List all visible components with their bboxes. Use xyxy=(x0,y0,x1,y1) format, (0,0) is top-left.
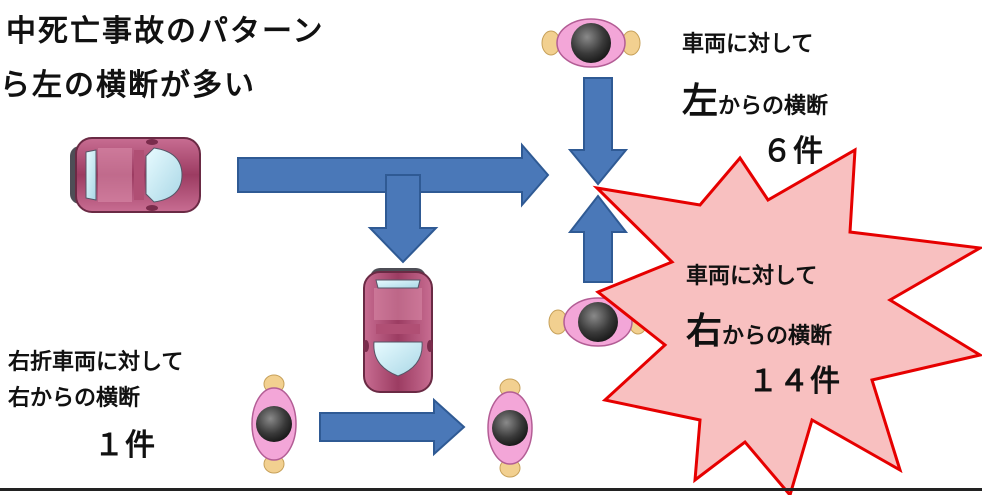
car-icon xyxy=(70,137,201,213)
heading-line-1: 中死亡事故のパターン xyxy=(6,14,325,49)
arrow-bottom-right xyxy=(319,397,466,457)
right-turn-line-1: 右折車両に対して xyxy=(8,350,184,375)
pedestrian-icon xyxy=(251,374,297,474)
right-turn-count: １件 xyxy=(94,428,156,463)
left-case-line-1: 車両に対して xyxy=(682,32,814,57)
right-case-count: １４件 xyxy=(748,364,841,399)
left-case-rest: からの横断 xyxy=(718,94,829,119)
right-case-line-1: 車両に対して xyxy=(686,264,818,289)
right-direction: 右 xyxy=(686,311,723,352)
heading-line-2: ら左の横断が多い xyxy=(0,68,256,103)
arrow-down-top xyxy=(567,77,629,186)
left-case-count: ６件 xyxy=(762,134,824,169)
left-direction: 左 xyxy=(682,81,719,122)
bottom-divider xyxy=(0,488,982,491)
arrow-down-branch xyxy=(367,174,439,264)
right-case-rest: からの横断 xyxy=(722,324,833,349)
pedestrian-icon xyxy=(541,18,641,68)
arrow-up-bottom xyxy=(567,194,629,283)
left-case-line-2: 左からの横断 xyxy=(682,72,828,124)
car-icon xyxy=(363,268,433,393)
pedestrian-icon xyxy=(487,378,533,478)
right-turn-line-2: 右からの横断 xyxy=(8,386,141,411)
burst-highlight xyxy=(592,147,982,495)
right-case-line-2: 右からの横断 xyxy=(686,302,832,354)
